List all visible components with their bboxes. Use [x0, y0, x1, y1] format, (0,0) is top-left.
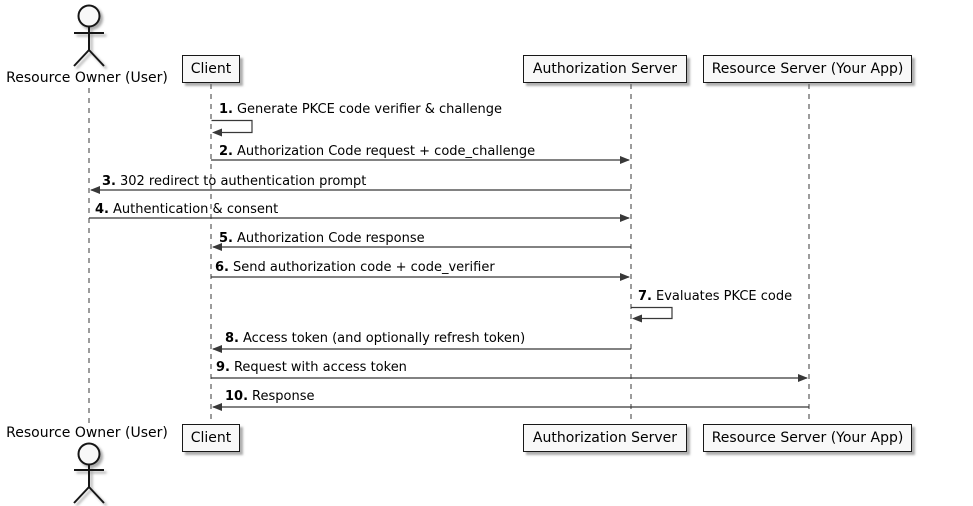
message-4-label: 4.Authentication & consent — [95, 202, 278, 217]
participant-box-resource-bottom: Resource Server (Your App) — [703, 424, 912, 452]
actor-figure-top — [73, 4, 105, 67]
message-text: Response — [252, 389, 315, 404]
message-10-label: 10.Response — [225, 389, 314, 404]
message-text: Evaluates PKCE code — [655, 289, 793, 304]
message-6-label: 6.Send authorization code + code_verifie… — [215, 260, 495, 275]
actor-label-user-bottom: Resource Owner (User) — [6, 425, 168, 441]
message-number: 8. — [225, 331, 239, 346]
message-text: Authentication & consent — [112, 202, 279, 217]
participant-box-auth-bottom: Authorization Server — [523, 424, 687, 452]
participant-box-client-top: Client — [182, 55, 240, 83]
message-text: Generate PKCE code verifier & challenge — [236, 102, 503, 117]
participant-box-client-bottom: Client — [182, 424, 240, 452]
message-text: Request with access token — [233, 360, 407, 375]
message-9-arrow — [211, 374, 808, 382]
message-2-label: 2.Authorization Code request + code_chal… — [219, 144, 535, 159]
message-number: 6. — [215, 260, 229, 275]
message-1-self-arrow — [211, 119, 253, 137]
message-1-label: 1.Generate PKCE code verifier & challeng… — [219, 102, 502, 117]
message-7-self-arrow — [631, 306, 673, 323]
message-number: 5. — [219, 231, 233, 246]
actor-head — [77, 4, 101, 28]
message-4-arrow — [89, 214, 630, 222]
message-text: Authorization Code response — [236, 231, 425, 246]
message-8-arrow — [212, 345, 631, 353]
actor-leg-left — [73, 49, 90, 67]
actor-leg-right — [88, 49, 105, 67]
actor-leg-left — [73, 486, 90, 504]
actor-figure-bottom — [73, 442, 105, 504]
message-7-label: 7.Evaluates PKCE code — [638, 289, 792, 304]
message-3-arrow — [90, 186, 631, 194]
message-number: 2. — [219, 144, 233, 159]
actor-label-user-top: Resource Owner (User) — [6, 70, 168, 86]
message-8-label: 8.Access token (and optionally refresh t… — [225, 331, 525, 346]
message-number: 4. — [95, 202, 109, 217]
message-6-arrow — [211, 273, 630, 281]
message-text: Access token (and optionally refresh tok… — [242, 331, 526, 346]
message-5-label: 5.Authorization Code response — [219, 231, 425, 246]
participant-box-resource-top: Resource Server (Your App) — [703, 55, 912, 83]
message-10-arrow — [212, 403, 809, 411]
message-number: 3. — [102, 174, 116, 189]
message-text: Send authorization code + code_verifier — [232, 260, 495, 275]
message-5-arrow — [212, 243, 631, 251]
message-3-label: 3.302 redirect to authentication prompt — [102, 174, 366, 189]
actor-head — [77, 442, 101, 466]
message-number: 7. — [638, 289, 652, 304]
message-text: Authorization Code request + code_challe… — [236, 144, 536, 159]
participant-box-auth-top: Authorization Server — [523, 55, 687, 83]
message-2-arrow — [211, 156, 630, 164]
message-number: 1. — [219, 102, 233, 117]
message-number: 10. — [225, 389, 249, 404]
message-text: 302 redirect to authentication prompt — [119, 174, 367, 189]
message-number: 9. — [216, 360, 230, 375]
actor-leg-right — [88, 486, 105, 504]
message-9-label: 9.Request with access token — [216, 360, 407, 375]
